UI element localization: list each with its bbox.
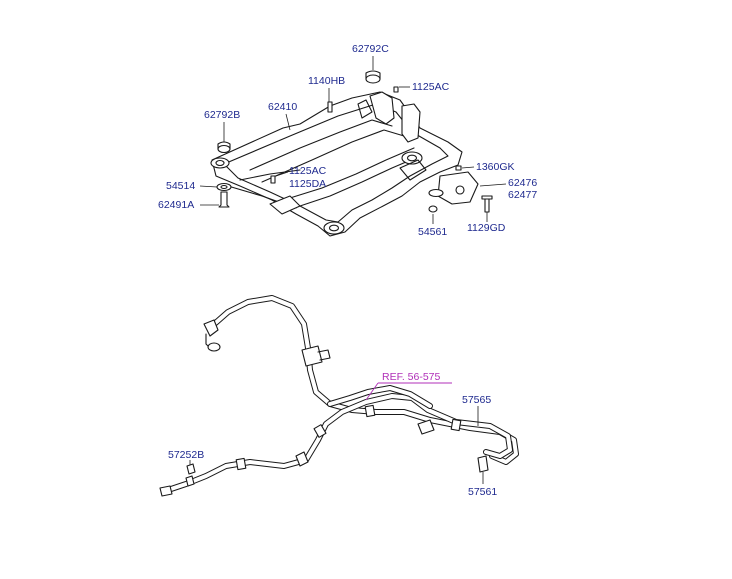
label-1125AC-mid: 1125AC <box>289 165 327 177</box>
subframe-leaders <box>199 56 507 224</box>
hose-drawing <box>159 295 519 497</box>
label-ref-56-575: REF. 56-575 <box>382 371 441 383</box>
label-57561: 57561 <box>468 486 497 498</box>
label-62477: 62477 <box>508 189 537 201</box>
label-1140HB: 1140HB <box>308 75 345 87</box>
label-1125AC-top: 1125AC <box>412 81 450 93</box>
label-54514: 54514 <box>166 180 195 192</box>
label-57565: 57565 <box>462 394 491 406</box>
label-62491A: 62491A <box>158 199 194 211</box>
hose-leaders <box>189 382 484 484</box>
label-62476: 62476 <box>508 177 537 189</box>
label-1129GD: 1129GD <box>467 222 506 234</box>
label-1360GK: 1360GK <box>476 161 515 173</box>
part-labels: 62792C 1140HB 1125AC 62792B 62410 1125AC… <box>158 43 537 498</box>
label-57252B: 57252B <box>168 449 204 461</box>
label-62792B: 62792B <box>204 109 240 121</box>
label-1125DA: 1125DA <box>289 178 326 190</box>
label-62410: 62410 <box>268 101 297 113</box>
subframe-drawing <box>210 70 493 237</box>
label-54561: 54561 <box>418 226 447 238</box>
label-62792C: 62792C <box>352 43 389 55</box>
